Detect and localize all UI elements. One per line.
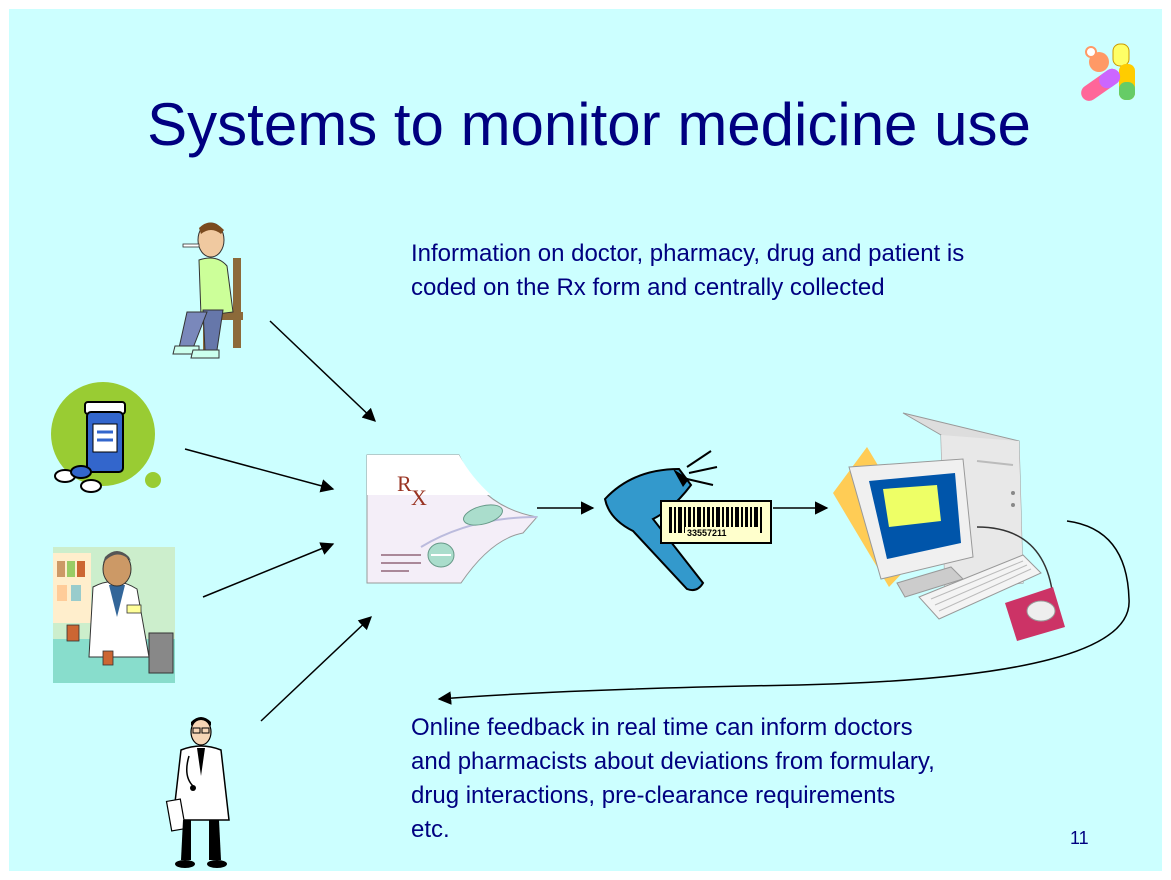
arrow-computer-feedback [437, 520, 1130, 705]
pharmacist-icon [53, 547, 175, 683]
rx-letter-r: R [397, 471, 412, 496]
rx-letter-x: X [411, 485, 427, 510]
prescription-form-icon: R X [366, 454, 538, 584]
bottom-description-line: drug interactions, pre-clearance require… [411, 782, 896, 809]
bottom-description: Online feedback in real time can inform … [411, 711, 935, 847]
patient-icon [172, 222, 243, 359]
arrow-bottle-to-rx [184, 448, 335, 493]
arrow-patient-to-rx [269, 320, 376, 422]
computer-icon [833, 412, 1065, 641]
top-description-line: Information on doctor, pharmacy, drug an… [411, 240, 965, 267]
barcode-bars [669, 507, 762, 533]
arrow-pharmacist-to-rx [202, 542, 335, 598]
bottom-description-line: etc. [411, 816, 450, 843]
doctor-icon [165, 717, 230, 868]
slide: Systems to monitor medicine use Informat… [9, 9, 1162, 871]
slide-title: Systems to monitor medicine use [147, 91, 1031, 158]
barcode-number: 33557211 [687, 528, 727, 538]
pills-logo-icon [1081, 43, 1135, 101]
flow-arrows [184, 320, 1130, 722]
top-description: Information on doctor, pharmacy, drug an… [411, 237, 964, 305]
bottom-description-line: and pharmacists about deviations from fo… [411, 748, 935, 775]
bottom-description-line: Online feedback in real time can inform … [411, 714, 913, 741]
arrow-doctor-to-rx [260, 616, 372, 722]
page-number: 11 [1070, 828, 1089, 848]
medicine-bottle-icon [51, 382, 161, 493]
top-description-line: coded on the Rx form and centrally colle… [411, 274, 885, 301]
barcode-scanner-icon: 33557211 [603, 450, 772, 592]
